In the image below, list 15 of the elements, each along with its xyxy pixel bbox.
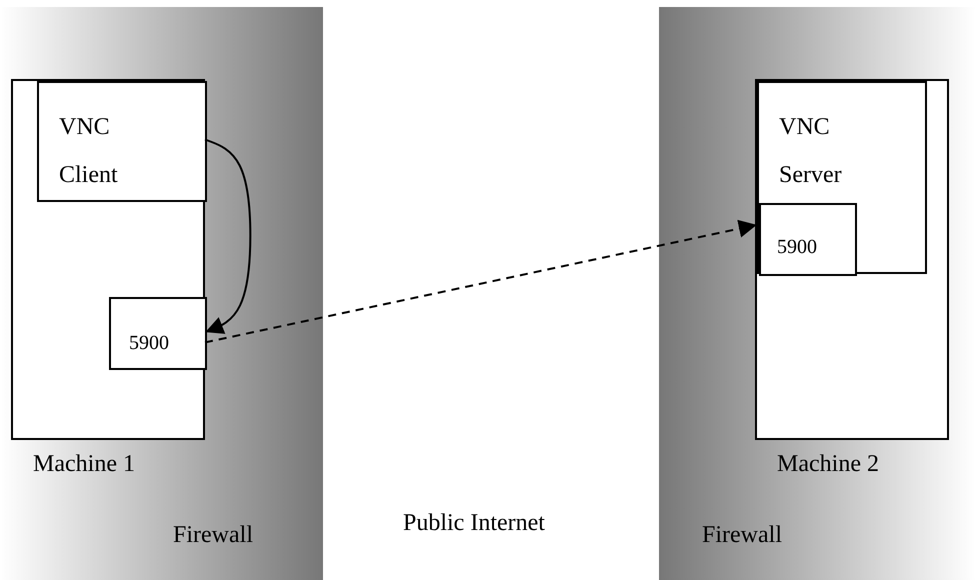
node-label: 5900	[777, 235, 817, 260]
arrow	[204, 220, 757, 344]
process-box	[37, 81, 207, 202]
node-label: VNC Client	[59, 113, 119, 190]
process-box	[759, 203, 857, 276]
node-label: VNC Server	[779, 113, 843, 190]
zone-label: Firewall	[173, 521, 253, 550]
node-label: 5900	[129, 331, 169, 356]
machine-label: Machine 1	[33, 450, 135, 479]
process-box	[109, 297, 207, 370]
process-box	[757, 81, 927, 274]
zone-label: Firewall	[702, 521, 782, 550]
arrow	[204, 138, 252, 334]
machine-label: Machine 2	[777, 450, 879, 479]
zone-label: Public Internet	[403, 510, 545, 537]
